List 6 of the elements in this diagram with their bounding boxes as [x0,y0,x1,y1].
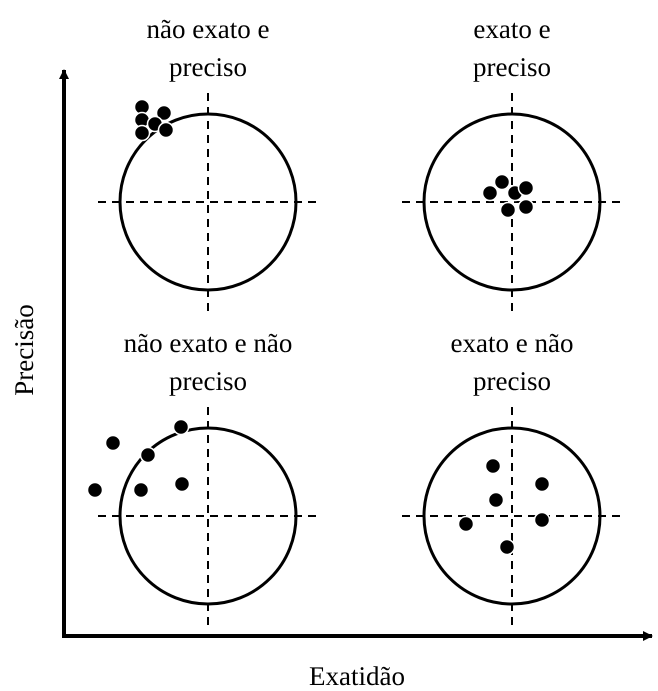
target-heading: não exato e não preciso [122,327,294,398]
target-heading: exato e preciso [472,13,552,84]
target-heading: não exato e preciso [146,13,270,84]
axis-label: Exatidão [309,660,405,691]
axis-label: Precisão [8,304,40,396]
target-heading: exato e não preciso [450,327,574,398]
